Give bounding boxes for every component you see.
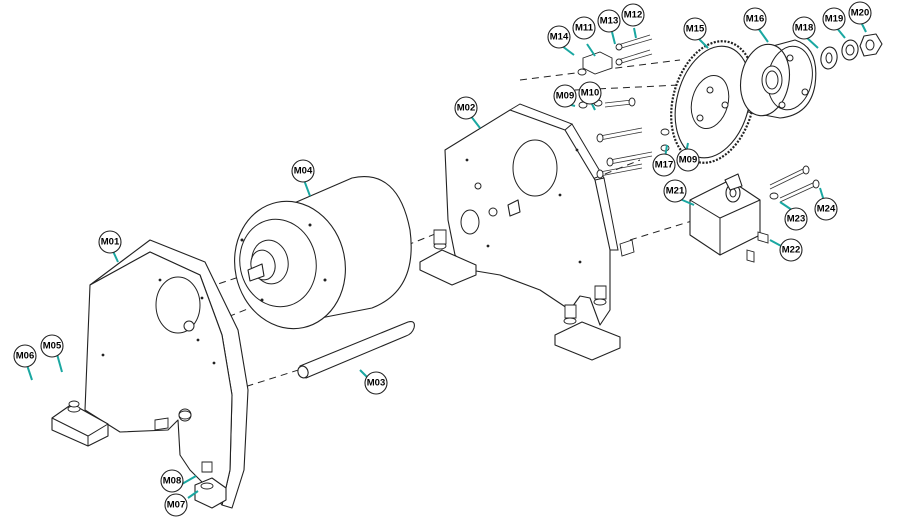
callout-m14: M14	[547, 25, 571, 49]
washer-and-nut-stack	[820, 33, 883, 70]
hub-flange	[740, 39, 817, 119]
callout-m22-text: M22	[782, 245, 800, 256]
callout-m16: M16	[743, 7, 767, 31]
callout-m21: M21	[663, 179, 687, 203]
left-side-plate	[51, 239, 249, 509]
callout-m05: M05	[40, 334, 64, 358]
callout-m12-text: M12	[624, 10, 642, 21]
callout-m16-text: M16	[746, 14, 764, 25]
callout-m20: M20	[848, 1, 872, 25]
callout-m20-text: M20	[851, 8, 869, 19]
callout-m10-text: M10	[581, 88, 599, 99]
callout-m05-text: M05	[43, 341, 62, 352]
callout-m18-text: M18	[795, 23, 813, 34]
callout-m03: M03	[364, 371, 388, 395]
callout-m09-bottom: M09	[676, 148, 700, 172]
callout-m04-text: M04	[294, 166, 313, 177]
callout-m08: M08	[160, 469, 184, 493]
callout-m07-text: M07	[167, 500, 185, 511]
gearbox-block	[689, 173, 769, 263]
callout-m02-text: M02	[457, 103, 475, 114]
callout-m09-top-text: M09	[556, 91, 574, 102]
callout-m15: M15	[683, 17, 707, 41]
callout-m06-text: M06	[16, 351, 34, 362]
callout-m19: M19	[822, 7, 846, 31]
callout-m03-text: M03	[367, 378, 385, 389]
callout-m24: M24	[814, 197, 838, 221]
shaft-rod	[297, 321, 415, 379]
callout-m02: M02	[454, 96, 478, 120]
callout-m15-text: M15	[686, 24, 705, 35]
callout-m21-text: M21	[666, 186, 685, 197]
callout-m04: M04	[291, 159, 315, 183]
callout-m17-text: M17	[655, 160, 673, 171]
callout-m14-text: M14	[550, 32, 569, 43]
callout-m17: M17	[652, 153, 676, 177]
callout-m08-text: M08	[163, 476, 181, 487]
callout-m09-bottom-text: M09	[679, 155, 697, 166]
callout-m11: M11	[572, 16, 596, 40]
drum-cylinder	[234, 176, 412, 330]
callout-m23-text: M23	[787, 214, 805, 225]
callout-m12: M12	[621, 3, 645, 27]
callout-m10: M10	[578, 81, 602, 105]
callout-m13: M13	[597, 9, 621, 33]
callout-m23: M23	[784, 207, 808, 231]
callout-m13-text: M13	[600, 16, 618, 27]
callout-m09-top: M09	[553, 84, 577, 108]
callout-m01: M01	[98, 230, 122, 254]
callout-m19-text: M19	[825, 14, 843, 25]
callout-m24-text: M24	[817, 204, 836, 215]
callout-m22: M22	[779, 238, 803, 262]
callout-m11-text: M11	[575, 23, 594, 34]
right-side-plate	[419, 103, 635, 361]
callout-m07: M07	[164, 493, 188, 517]
callout-m06: M06	[13, 344, 37, 368]
callout-m18: M18	[792, 16, 816, 40]
long-bolts	[769, 165, 820, 203]
callout-m01-text: M01	[101, 237, 120, 248]
